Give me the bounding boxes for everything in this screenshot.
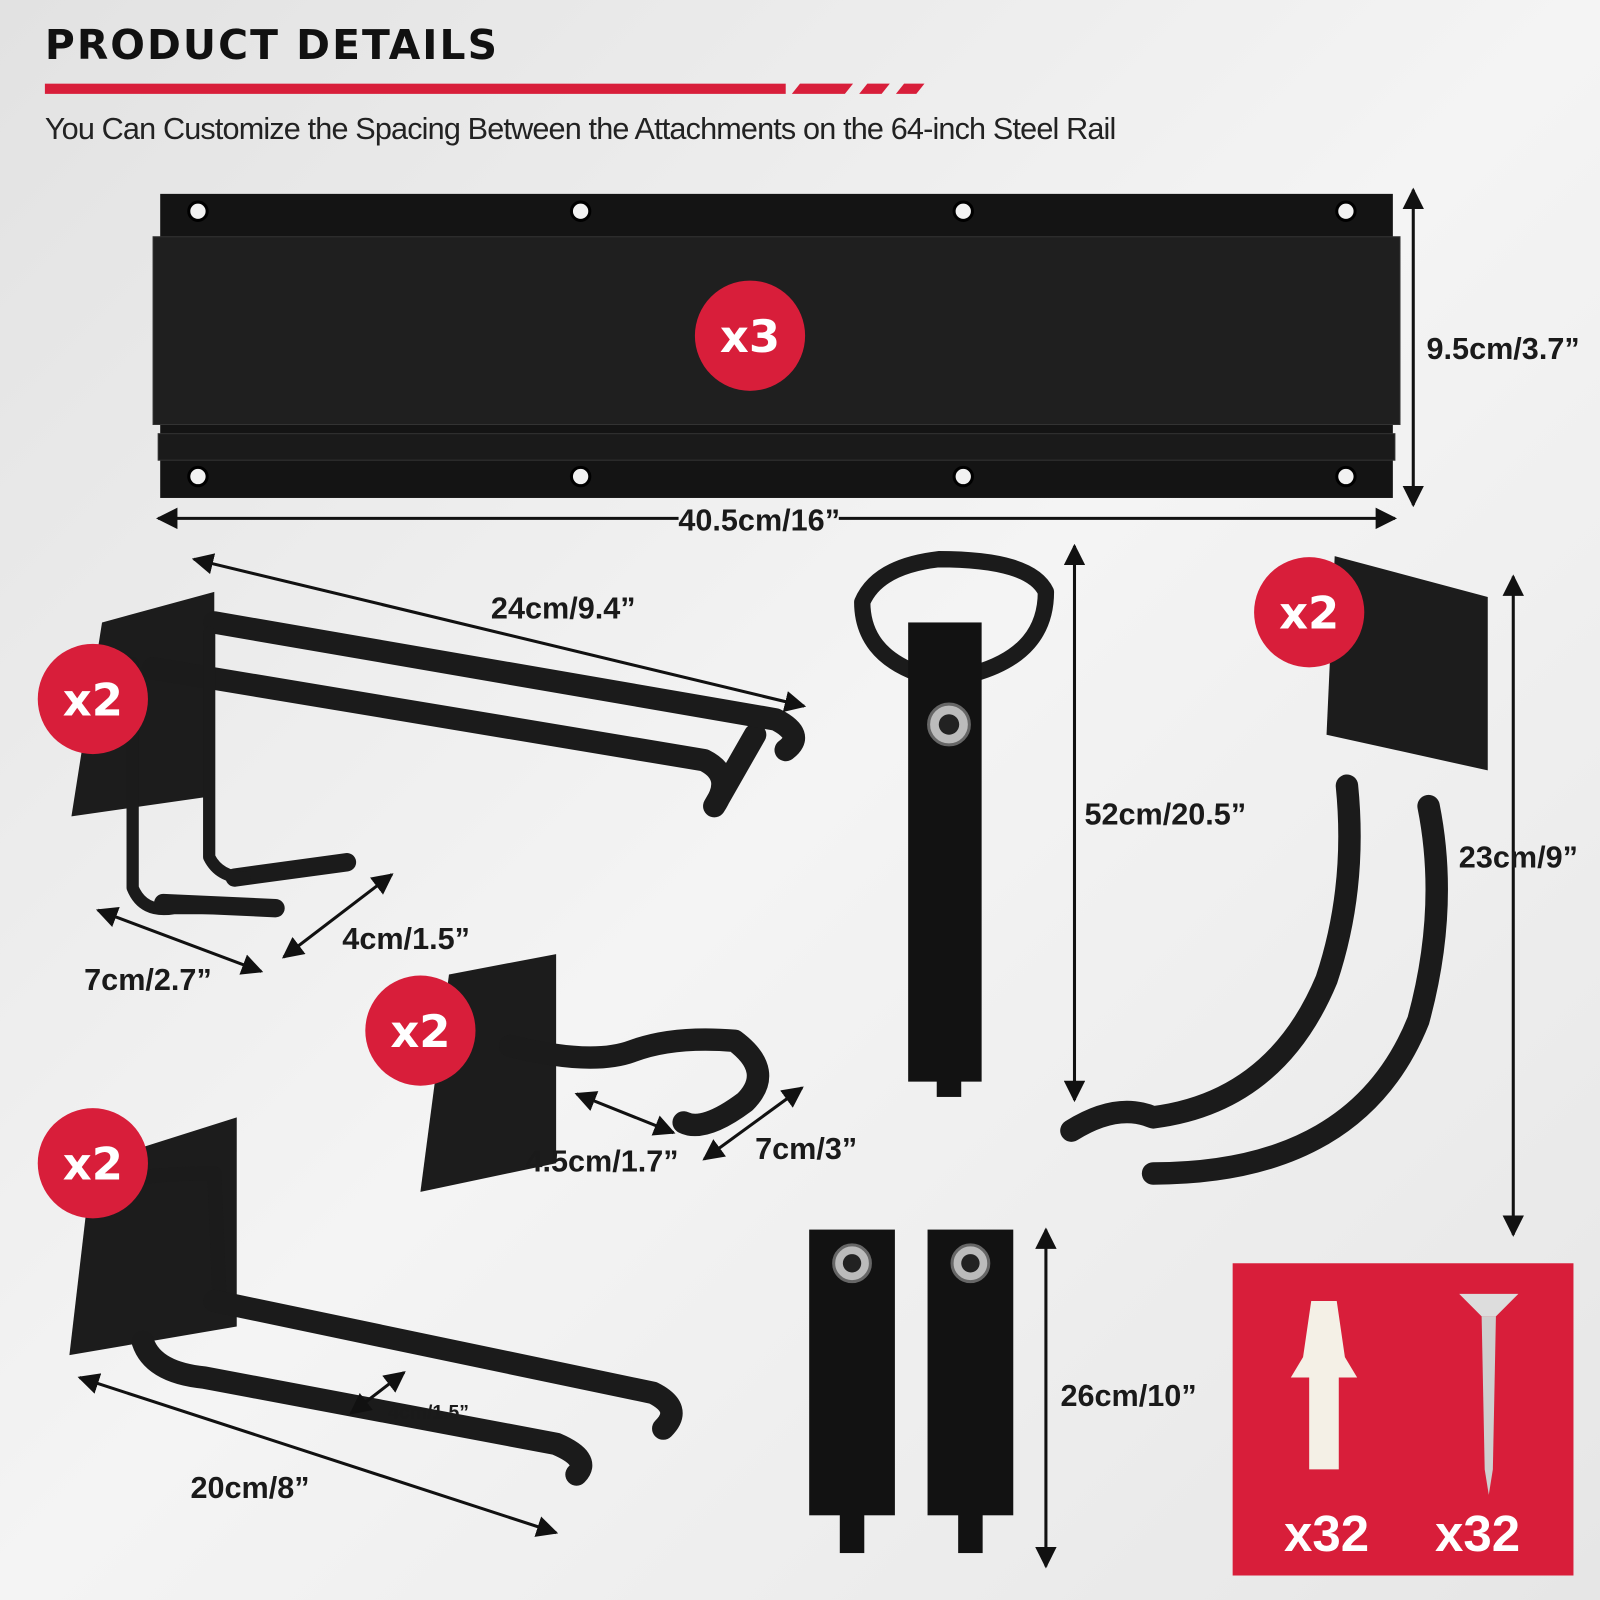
accent-bar	[44, 83, 925, 94]
wall-anchor-icon	[1290, 1301, 1358, 1470]
rail-width-label: 40.5cm/16”	[678, 504, 840, 538]
page-subtitle: You Can Customize the Spacing Between th…	[45, 112, 1116, 146]
long-hook-length-arrow	[77, 1373, 559, 1537]
double-hook-depth-arrow	[95, 906, 264, 975]
long-hook-gap-arrow	[349, 1371, 406, 1415]
long-hook-quantity-badge: x2	[37, 1108, 148, 1219]
long-hook-length-label: 20cm/8”	[190, 1471, 309, 1505]
double-hook-depth-label: 7cm/2.7”	[84, 963, 212, 997]
svg-text:x2: x2	[1279, 587, 1339, 640]
svg-text:x3: x3	[720, 310, 780, 363]
screw-quantity: x32	[1435, 1505, 1520, 1562]
j-hook	[1060, 556, 1488, 1185]
double-hook-length-arrow	[191, 553, 807, 713]
handle-strap-length-label: 52cm/20.5”	[1084, 797, 1246, 831]
rail-height-label: 9.5cm/3.7”	[1427, 332, 1580, 366]
small-hook-depth-arrow	[702, 1086, 804, 1161]
double-hook-quantity-badge: x2	[37, 643, 148, 755]
svg-text:x2: x2	[63, 1138, 123, 1191]
svg-text:x2: x2	[63, 673, 123, 726]
small-hook-opening-arrow	[574, 1091, 676, 1136]
handle-strap	[854, 551, 1055, 1097]
double-hook-gap-arrow	[281, 873, 394, 959]
double-hook-length-label: 24cm/9.4”	[491, 591, 636, 625]
screw-icon	[1459, 1293, 1519, 1495]
j-hook-height-label: 23cm/9”	[1459, 840, 1578, 874]
double-hook-gap-label: 4cm/1.5”	[342, 922, 470, 956]
rail-quantity-badge: x3	[694, 280, 806, 391]
anchor-quantity: x32	[1284, 1505, 1369, 1562]
page-title: PRODUCT DETAILS	[45, 21, 499, 69]
svg-text:x2: x2	[390, 1005, 450, 1058]
storage-straps	[809, 1229, 1014, 1554]
small-hook-opening-label: 4.5cm/1.7”	[525, 1144, 678, 1178]
j-hook-quantity-badge: x2	[1254, 557, 1365, 668]
long-hook-gap-label: 4cm/1.5”	[388, 1401, 469, 1423]
small-hook-depth-label: 7cm/3”	[755, 1132, 857, 1166]
hardware-box: x32 x32	[1232, 1263, 1574, 1576]
small-hook-quantity-badge: x2	[365, 975, 476, 1086]
straps-length-label: 26cm/10”	[1060, 1379, 1196, 1413]
